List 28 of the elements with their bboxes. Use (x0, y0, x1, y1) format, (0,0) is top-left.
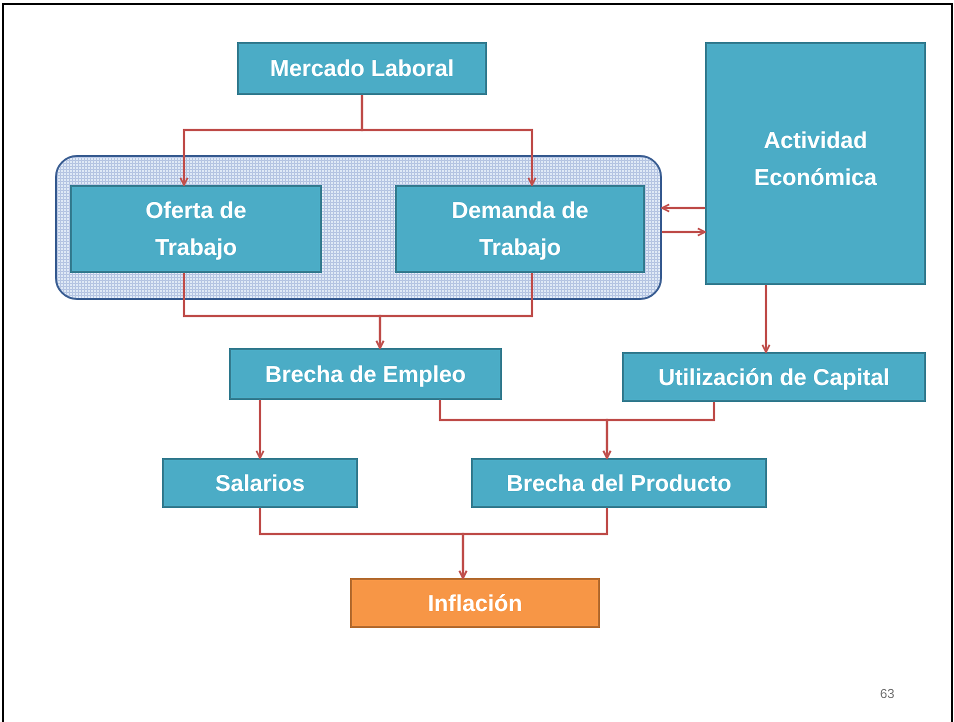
box-label: Mercado Laboral (268, 54, 456, 84)
process-box (395, 185, 645, 273)
process-box (70, 185, 322, 273)
arrow (376, 273, 534, 349)
outcome-box (350, 578, 600, 628)
process-box (705, 42, 926, 285)
process-box (471, 458, 767, 508)
arrow (458, 508, 608, 579)
group-container (55, 155, 662, 300)
arrow (602, 402, 716, 459)
box-label: Brecha de Empleo (264, 360, 467, 389)
arrow (662, 228, 706, 236)
arrow (762, 285, 770, 353)
box-label: Salarios (214, 468, 306, 498)
box-label: Inflación (426, 588, 524, 618)
box-label: Demanda de Trabajo (450, 196, 590, 262)
box-label: Utilización de Capital (657, 362, 891, 392)
box-label: Actividad Económica (753, 126, 878, 192)
arrow (661, 204, 705, 212)
arrow (256, 400, 264, 459)
process-box (229, 348, 502, 400)
process-box (622, 352, 926, 402)
box-label: Brecha del Producto (506, 468, 732, 498)
arrow (360, 95, 536, 186)
box-label: Oferta de Trabajo (144, 196, 248, 262)
process-box (237, 42, 487, 95)
process-box (162, 458, 358, 508)
page-number: 63 (880, 686, 894, 701)
